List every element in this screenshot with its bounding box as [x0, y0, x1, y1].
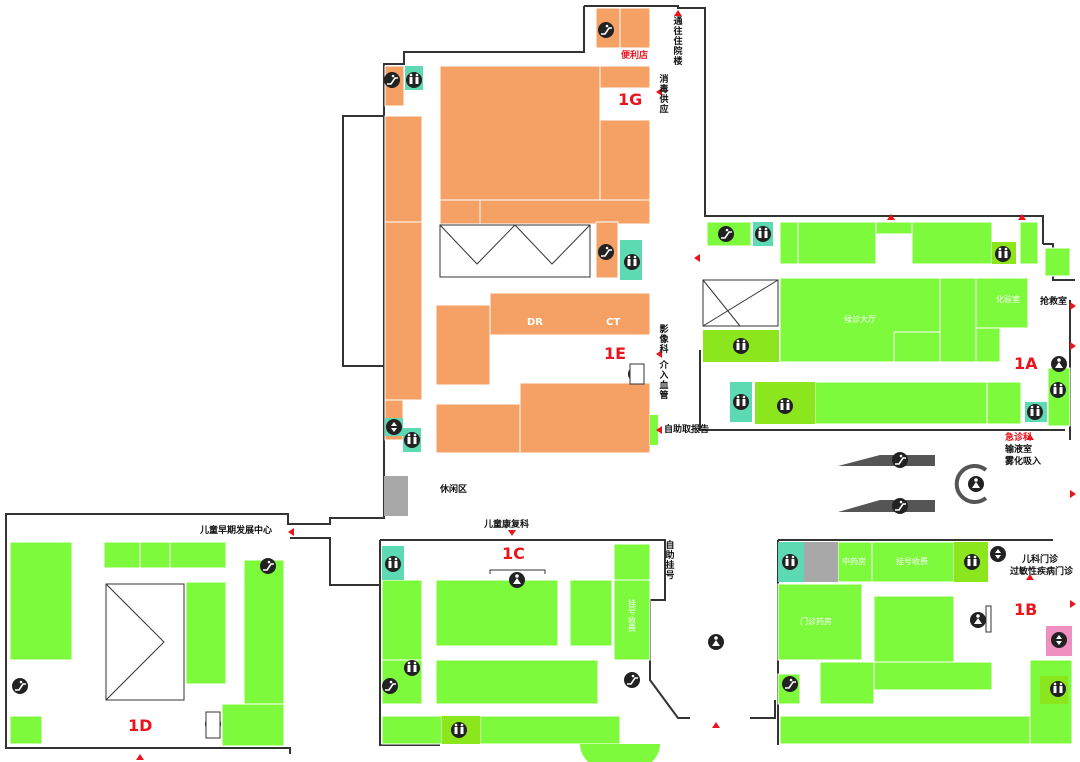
label-rescue-room: 抢救室: [1040, 297, 1068, 307]
zone-label-1d: 1D: [128, 716, 153, 735]
zone-1c-rooms: [381, 543, 651, 745]
label-interventional-vascular: 介入血管: [659, 361, 669, 401]
label-emergency-dept: 急诊科: [1005, 433, 1033, 443]
label-convenience-store: 便利店: [621, 51, 649, 61]
label-pediatric-clinic: 儿科门诊: [1022, 555, 1059, 565]
label-dr-room: DR: [527, 317, 544, 328]
ramps: [838, 455, 935, 512]
label-self-registration: 自助挂号: [665, 541, 675, 581]
zone-1a-rooms: [706, 221, 1071, 427]
label-outpatient-pharmacy: 门诊药房: [800, 617, 832, 626]
label-imaging: 影像科: [659, 325, 669, 355]
zone-label-1c: 1C: [502, 544, 525, 563]
label-child-development-center: 儿童早期发展中心: [200, 526, 273, 536]
label-chinese-pharmacy: 中药房: [842, 557, 866, 566]
zone-1d-rooms: [9, 541, 285, 747]
label-allergy-clinic: 过敏性疾病门诊: [1010, 567, 1074, 577]
label-registration-1b: 挂号收费: [896, 557, 928, 566]
label-ct-room: CT: [606, 317, 621, 328]
zone-label-1e: 1E: [604, 344, 627, 363]
label-registration-1c: 挂号收费: [628, 599, 636, 634]
label-to-inpatient: 通往住院楼: [673, 17, 683, 67]
entrance-markers: [136, 10, 1076, 760]
zone-label-1b: 1B: [1014, 600, 1038, 619]
label-infusion-room: 输液室: [1005, 445, 1033, 455]
label-laboratory: 化验室: [996, 295, 1020, 304]
label-self-service-report: 自助取报告: [664, 425, 710, 435]
label-lounge: 休闲区: [440, 485, 468, 495]
label-disinfection-supply: 消毒供应: [659, 75, 669, 115]
zone-label-1g: 1G: [618, 90, 643, 109]
atrium-1g: [439, 224, 591, 278]
lounge-block: [384, 476, 408, 516]
label-child-rehabilitation: 儿童康复科: [484, 520, 530, 530]
label-nebulization: 雾化吸入: [1005, 457, 1042, 467]
label-waiting-hall: 候诊大厅: [844, 315, 876, 324]
zone-label-1a: 1A: [1014, 354, 1038, 373]
